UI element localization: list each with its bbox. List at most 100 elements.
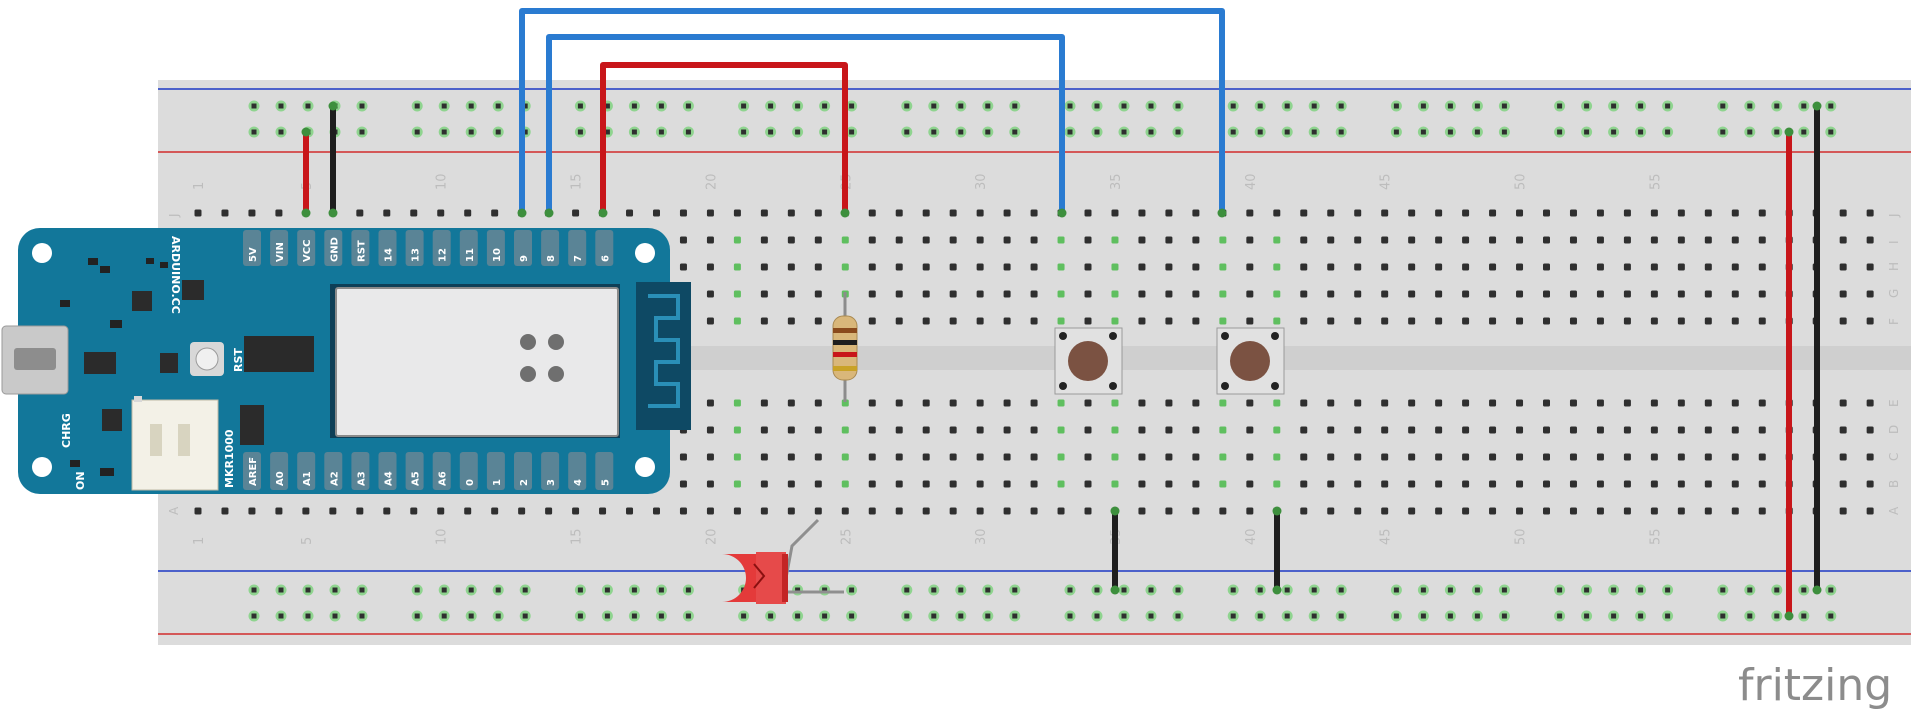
terminal-hole (949, 507, 957, 515)
terminal-hole (1192, 209, 1200, 217)
rail-hole (931, 129, 937, 135)
terminal-hole (706, 453, 714, 461)
rail-hole (1175, 103, 1181, 109)
column-number: 15 (570, 173, 585, 190)
terminal-hole (1273, 480, 1281, 488)
rail-hole (359, 103, 365, 109)
terminal-hole (1003, 480, 1011, 488)
terminal-hole (491, 209, 499, 217)
rail-hole (904, 103, 910, 109)
terminal-hole (356, 209, 364, 217)
terminal-hole (356, 507, 364, 515)
terminal-hole (1192, 290, 1200, 298)
rail-hole (251, 613, 257, 619)
top-pin-label: VIN (275, 242, 286, 262)
terminal-hole (949, 236, 957, 244)
chip-icon (132, 291, 152, 311)
wire-end (328, 208, 338, 218)
rail-hole (1638, 587, 1644, 593)
terminal-hole (1569, 399, 1577, 407)
terminal-hole (1165, 317, 1173, 325)
chip-icon (182, 280, 204, 300)
rail-hole (1284, 613, 1290, 619)
terminal-hole (410, 507, 418, 515)
terminal-hole (976, 426, 984, 434)
terminal-hole (1408, 453, 1416, 461)
terminal-hole (1354, 507, 1362, 515)
terminal-hole (1300, 236, 1308, 244)
terminal-hole (1381, 453, 1389, 461)
terminal-hole (1569, 453, 1577, 461)
terminal-hole (868, 426, 876, 434)
header-connector-icon (244, 336, 314, 372)
wire-end (1217, 208, 1227, 218)
terminal-hole (1381, 317, 1389, 325)
rail-hole (904, 587, 910, 593)
rail-hole (658, 129, 664, 135)
rail-hole (1067, 587, 1073, 593)
rail-hole (305, 587, 311, 593)
terminal-hole (383, 507, 391, 515)
terminal-hole (1057, 263, 1065, 271)
wire-end (1272, 506, 1282, 516)
terminal-hole (1462, 236, 1470, 244)
terminal-hole (1462, 426, 1470, 434)
terminal-hole (1704, 453, 1712, 461)
column-number: 50 (1514, 173, 1529, 190)
terminal-hole (760, 507, 768, 515)
rail-hole (1230, 129, 1236, 135)
terminal-hole (1246, 399, 1254, 407)
terminal-hole (1650, 480, 1658, 488)
bottom-pin-label: A4 (384, 471, 395, 486)
terminal-hole (545, 507, 553, 515)
top-pin-label: 6 (600, 255, 611, 262)
terminal-hole (1084, 317, 1092, 325)
rail-hole (1012, 129, 1018, 135)
terminal-hole (733, 317, 741, 325)
terminal-hole (787, 426, 795, 434)
terminal-hole (760, 426, 768, 434)
terminal-hole (1408, 317, 1416, 325)
terminal-hole (895, 507, 903, 515)
rail-hole (1284, 129, 1290, 135)
terminal-hole (1489, 426, 1497, 434)
top-pin-label: VCC (302, 240, 313, 262)
terminal-hole (1543, 263, 1550, 271)
terminal-hole (1381, 399, 1389, 407)
column-number: 30 (974, 173, 989, 190)
terminal-hole (1731, 399, 1739, 407)
row-letter: H (1887, 262, 1901, 271)
rail-hole (631, 129, 637, 135)
terminal-hole (814, 263, 822, 271)
terminal-hole (1057, 317, 1065, 325)
terminal-hole (976, 399, 984, 407)
terminal-hole (1300, 426, 1308, 434)
wire-blue-pin9 (519, 8, 1225, 216)
terminal-hole (1165, 209, 1173, 217)
rail-hole (1501, 129, 1507, 135)
terminal-hole (1839, 263, 1847, 271)
rail-hole (1557, 613, 1563, 619)
chip-icon (160, 353, 178, 373)
terminal-hole (1704, 236, 1712, 244)
rail-hole (822, 613, 828, 619)
terminal-hole (679, 236, 687, 244)
terminal-hole (1435, 453, 1443, 461)
terminal-hole (1408, 236, 1416, 244)
terminal-hole (868, 263, 876, 271)
terminal-hole (1273, 263, 1281, 271)
wire-end (1110, 506, 1120, 516)
terminal-hole (1084, 209, 1092, 217)
terminal-hole (895, 317, 903, 325)
terminal-hole (1057, 236, 1065, 244)
terminal-hole (1192, 236, 1200, 244)
terminal-hole (1623, 263, 1631, 271)
terminal-hole (922, 480, 930, 488)
terminal-hole (949, 209, 957, 217)
rail-hole (931, 587, 937, 593)
terminal-hole (706, 209, 714, 217)
terminal-hole (949, 290, 957, 298)
rail-hole (1121, 587, 1127, 593)
terminal-hole (626, 507, 634, 515)
terminal-hole (248, 209, 256, 217)
